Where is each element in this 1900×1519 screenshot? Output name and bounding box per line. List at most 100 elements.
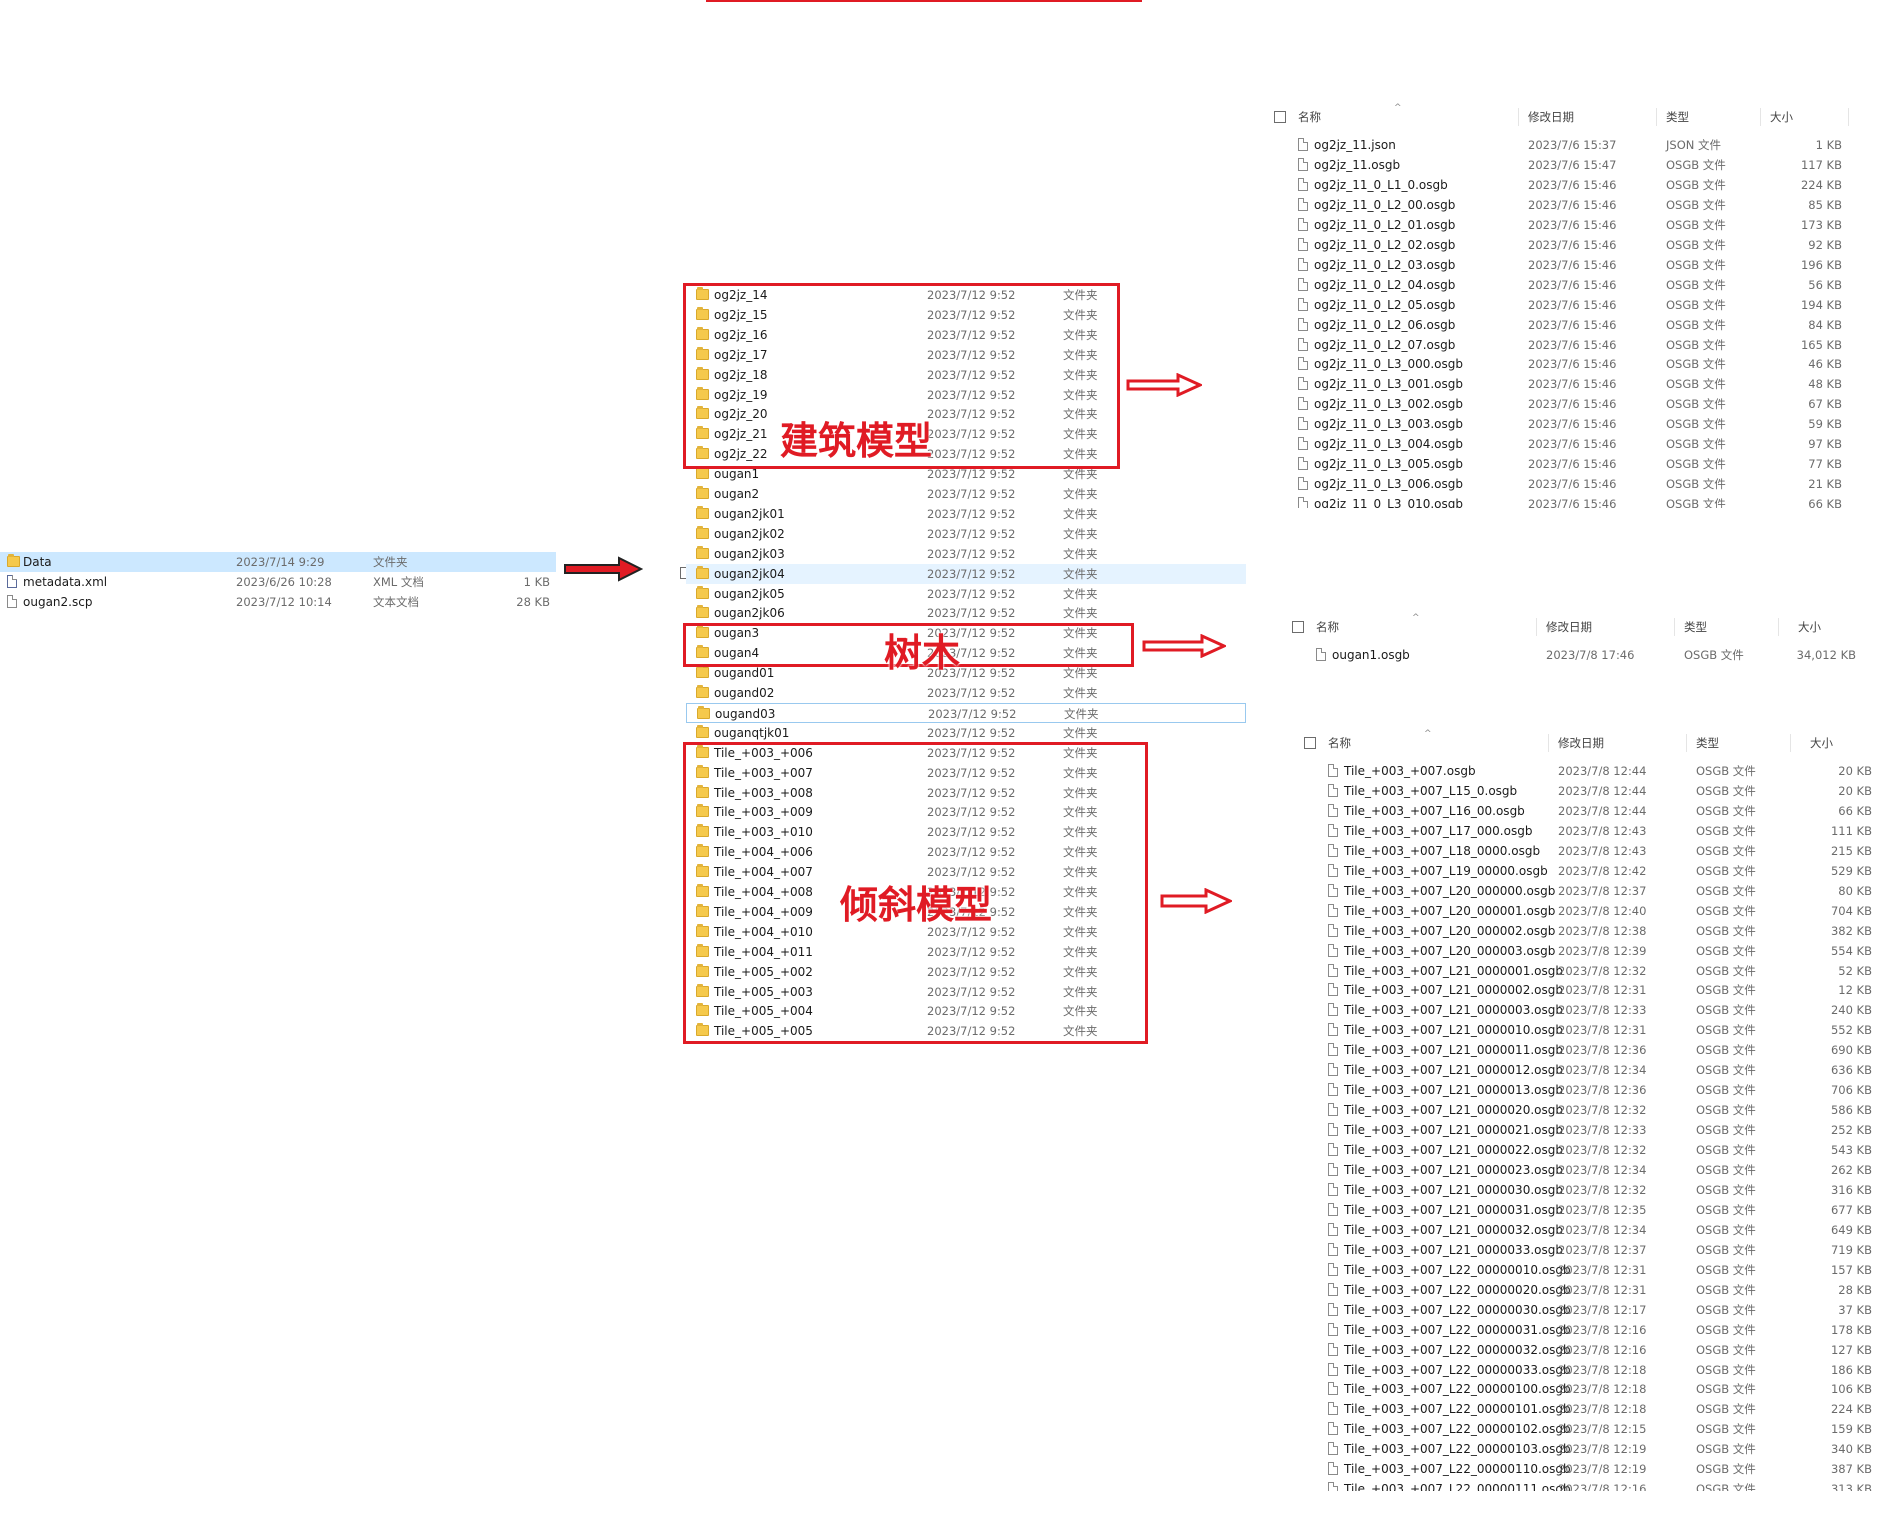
header-type[interactable]: 类型	[1666, 110, 1689, 124]
select-all-checkbox[interactable]	[1304, 737, 1316, 749]
header-name[interactable]: 名称	[1328, 736, 1351, 750]
select-all-checkbox[interactable]	[1274, 111, 1286, 123]
header-name[interactable]: 名称	[1298, 110, 1321, 124]
header-date[interactable]: 修改日期	[1546, 620, 1592, 634]
header-date[interactable]: 修改日期	[1528, 110, 1574, 124]
select-all-checkbox[interactable]	[1292, 621, 1304, 633]
header-size[interactable]: 大小	[1798, 620, 1821, 634]
header-date[interactable]: 修改日期	[1558, 736, 1604, 750]
